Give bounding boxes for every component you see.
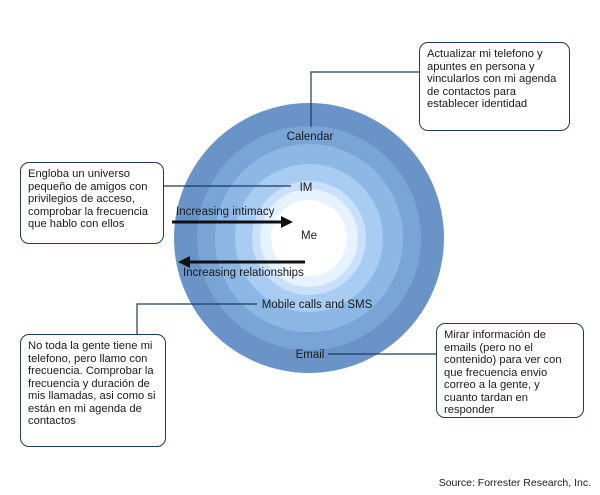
connector-mobile [136, 303, 257, 334]
ring-me [271, 200, 347, 276]
arrow-relationships-head [178, 256, 190, 268]
note-mobile: No toda la gente tiene mi telefono, pero… [20, 334, 166, 447]
label-increasing-intimacy: Increasing intimacy [176, 206, 275, 218]
note-calendar: Actualizar mi telefono y apuntes en pers… [419, 42, 570, 131]
source-credit: Source: Forrester Research, Inc. [438, 477, 591, 489]
label-me: Me [301, 230, 317, 242]
label-email: Email [296, 349, 325, 361]
label-increasing-relationships: Increasing relationships [183, 267, 304, 279]
arrow-intimacy-head [281, 216, 293, 228]
connector-calendar [310, 71, 420, 127]
label-im: IM [300, 182, 313, 194]
note-email: Mirar información de emails (pero no el … [436, 323, 584, 418]
note-im: Engloba un universo pequeño de amigos co… [20, 162, 164, 244]
label-calendar: Calendar [287, 131, 334, 143]
label-mobile: Mobile calls and SMS [262, 299, 373, 311]
